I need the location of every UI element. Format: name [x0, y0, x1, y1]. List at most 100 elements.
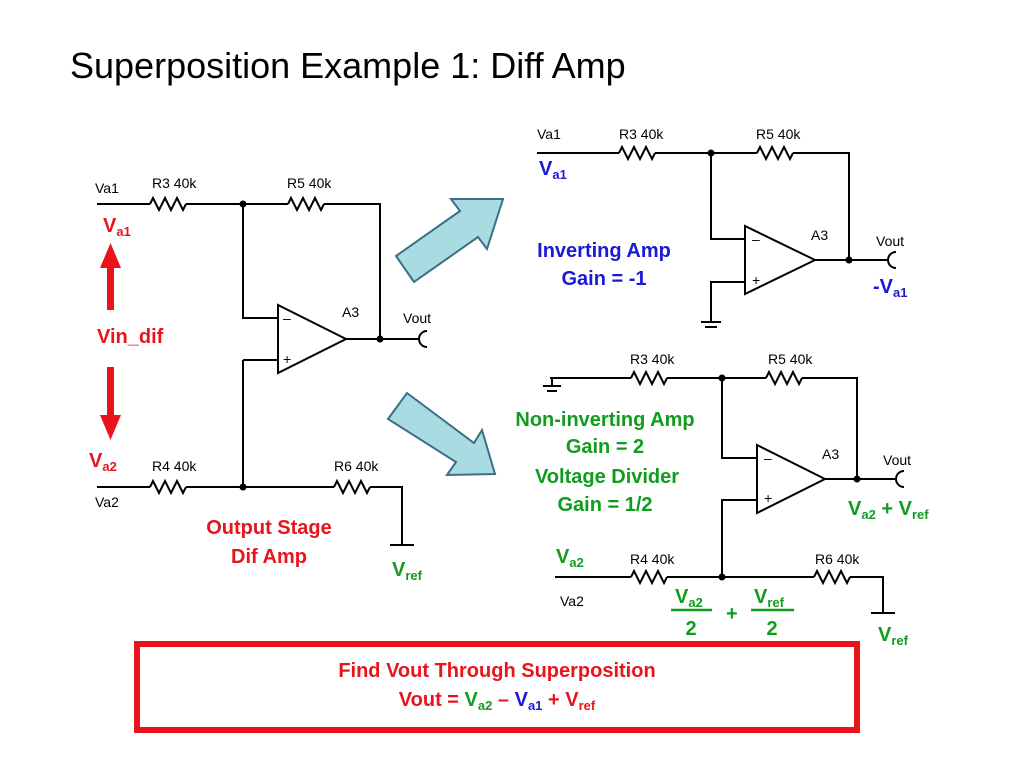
label-r3: R3 40k — [630, 351, 675, 367]
label-r3: R3 40k — [152, 175, 197, 191]
summary-box: Find Vout Through Superposition Vout = V… — [134, 641, 860, 733]
summary-border — [134, 641, 860, 733]
node-label-va1: Va1 — [537, 126, 561, 142]
resistor-r5 — [765, 369, 803, 387]
label-a3: A3 — [811, 227, 828, 243]
left-diff-amp-circuit: – + Va1 R3 40k R5 40k A3 Vout R4 40k R6 … — [89, 175, 431, 583]
label-r6: R6 40k — [815, 551, 860, 567]
junction-dot — [239, 483, 247, 491]
left-feedback-wire — [242, 204, 278, 319]
resistor-r5 — [756, 144, 794, 162]
op-amp-a3 — [744, 224, 818, 296]
ir-feedback-wire — [710, 153, 745, 240]
arrow-to-noninverting-icon — [386, 391, 497, 477]
label-r6: R6 40k — [334, 458, 379, 474]
op-amp-a3 — [756, 443, 828, 515]
noninverting-amp-label: Non-inverting Amp — [515, 409, 694, 431]
resistor-r4 — [149, 478, 187, 496]
op-amp-minus-sign: – — [752, 231, 760, 247]
label-r4: R4 40k — [152, 458, 197, 474]
junction-dot — [376, 335, 384, 343]
op-amp-plus-sign: + — [283, 351, 291, 367]
inverting-result-label: -Va1 — [873, 276, 907, 300]
op-amp-minus-sign: – — [764, 450, 772, 466]
op-amp-minus-sign: – — [283, 310, 291, 326]
node-label-va2: Va2 — [95, 494, 119, 510]
resistor-r4 — [630, 568, 668, 586]
va2-source-label: Va2 — [89, 450, 117, 474]
label-r3: R3 40k — [619, 126, 664, 142]
vref-label: Vref — [878, 624, 909, 648]
resistor-r6 — [333, 478, 371, 496]
nr-bottom-wire — [555, 576, 884, 613]
junction-dot — [845, 256, 853, 264]
label-r5: R5 40k — [287, 175, 332, 191]
fraction-vref-over-2: Vref 2 — [751, 586, 794, 640]
vout-connector-icon — [895, 470, 905, 488]
vin-dif-label: Vin_dif — [97, 326, 164, 348]
noninverting-gain-label: Gain = 2 — [566, 436, 644, 458]
label-r5: R5 40k — [768, 351, 813, 367]
vref-label: Vref — [392, 559, 423, 583]
junction-dot — [707, 149, 715, 157]
slide-title: Superposition Example 1: Diff Amp — [70, 45, 626, 86]
resistor-r5 — [287, 195, 325, 213]
fraction-denominator: 2 — [766, 618, 777, 640]
fraction-plus-sign: + — [726, 603, 738, 625]
non-inverting-amp-circuit: – + R3 40k R5 40k A3 Vout R4 40k R6 40k … — [515, 351, 929, 648]
vout-connector-icon — [887, 251, 897, 269]
junction-dot — [718, 374, 726, 382]
op-amp-a3 — [277, 303, 349, 375]
voltage-divider-label: Voltage Divider — [535, 466, 679, 488]
summary-equation: Vout = Va2 – Va1 + Vref — [399, 689, 596, 713]
ground-icon — [543, 378, 561, 392]
left-bottom-wire — [97, 486, 403, 545]
resistor-r3 — [149, 195, 187, 213]
junction-dot — [853, 475, 861, 483]
ir-ground-wire — [710, 281, 745, 322]
resistor-r3 — [630, 369, 668, 387]
ir-top-wire — [537, 152, 850, 260]
summary-heading: Find Vout Through Superposition — [338, 660, 655, 682]
fraction-numerator: Vref — [754, 586, 785, 610]
node-label-va1: Va1 — [95, 180, 119, 196]
left-top-wire — [97, 203, 381, 339]
noninverting-result-label: Va2 + Vref — [848, 498, 929, 522]
nr-plus-wire — [721, 499, 757, 577]
arrow-to-inverting-icon — [394, 198, 505, 284]
nr-feedback-wire — [721, 378, 757, 459]
inverting-gain-label: Gain = -1 — [561, 268, 646, 290]
label-a3: A3 — [822, 446, 839, 462]
divider-gain-label: Gain = 1/2 — [557, 494, 652, 516]
label-vout: Vout — [883, 452, 911, 468]
vout-connector-icon — [418, 330, 428, 348]
op-amp-plus-sign: + — [752, 272, 760, 288]
fraction-denominator: 2 — [685, 618, 696, 640]
ground-icon — [701, 321, 721, 328]
va1-source-label: Va1 — [103, 215, 131, 239]
dif-amp-label: Dif Amp — [231, 546, 307, 568]
resistor-r3 — [618, 144, 656, 162]
node-label-va2: Va2 — [560, 593, 584, 609]
label-r5: R5 40k — [756, 126, 801, 142]
junction-dot — [718, 573, 726, 581]
left-plus-wire — [242, 359, 278, 487]
label-a3: A3 — [342, 304, 359, 320]
op-amp-plus-sign: + — [764, 490, 772, 506]
junction-dot — [239, 200, 247, 208]
output-stage-label: Output Stage — [206, 517, 332, 539]
vin-up-arrow-icon — [100, 243, 121, 310]
va1-source-label: Va1 — [539, 158, 567, 182]
label-vout: Vout — [876, 233, 904, 249]
resistor-r6 — [813, 568, 851, 586]
nr-top-wire — [550, 377, 858, 479]
label-vout: Vout — [403, 310, 431, 326]
vin-down-arrow-icon — [100, 367, 121, 440]
inverting-amp-label: Inverting Amp — [537, 240, 671, 262]
va2-source-label: Va2 — [556, 546, 584, 570]
label-r4: R4 40k — [630, 551, 675, 567]
fraction-numerator: Va2 — [675, 586, 703, 610]
inverting-amp-circuit: – + Va1 R3 40k R5 40k A3 Vout Va1 Invert… — [537, 126, 907, 328]
fraction-va2-over-2: Va2 2 — [671, 586, 712, 640]
